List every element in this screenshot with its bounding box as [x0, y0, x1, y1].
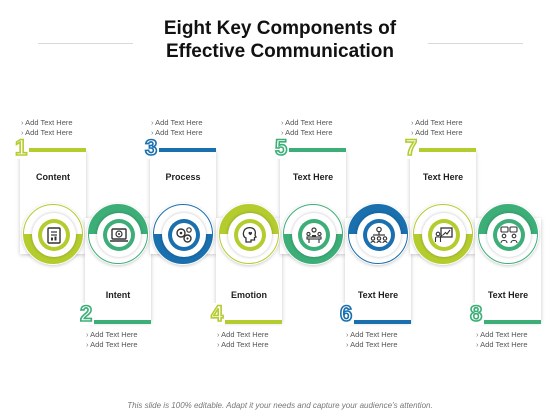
- step-ring-core: [38, 219, 70, 251]
- step-number: 4: [209, 301, 226, 326]
- step-ring-5: [283, 204, 343, 264]
- step-number: 3: [143, 135, 160, 160]
- step-accent-bar: [483, 320, 541, 324]
- step-bullets: Add Text HereAdd Text Here: [86, 330, 176, 350]
- step-accent-bar: [158, 148, 216, 152]
- footer-note: This slide is 100% editable. Adapt it yo…: [127, 401, 433, 410]
- network-users-icon: [367, 223, 391, 247]
- step-bullets: Add Text HereAdd Text Here: [217, 330, 307, 350]
- step-bullets: Add Text HereAdd Text Here: [476, 330, 560, 350]
- step-ring-4: [219, 204, 279, 264]
- bullet-item: Add Text Here: [281, 128, 371, 138]
- step-label: Text Here: [487, 290, 529, 300]
- step-ring-7: [413, 204, 473, 264]
- slide-title: Eight Key Components of Effective Commun…: [130, 17, 430, 63]
- slide-title-line-1: Eight Key Components of: [163, 18, 397, 39]
- bullet-item: Add Text Here: [217, 340, 307, 350]
- bullet-item: Add Text Here: [411, 118, 501, 128]
- step-bullets: Add Text HereAdd Text Here: [21, 118, 111, 138]
- step-ring-inner: [32, 213, 76, 257]
- step-ring-inner: [228, 213, 272, 257]
- step-ring-core: [428, 219, 460, 251]
- bullet-item: Add Text Here: [151, 128, 241, 138]
- step-ring-inner: [162, 213, 206, 257]
- step-number: 1: [13, 135, 30, 160]
- step-accent-bar: [28, 148, 86, 152]
- head-heart-icon: [238, 223, 262, 247]
- step-ring-inner: [487, 213, 531, 257]
- bullet-item: Add Text Here: [151, 118, 241, 128]
- step-number: 2: [78, 301, 95, 326]
- step-label: Intent: [105, 290, 131, 300]
- step-number: 7: [403, 135, 420, 160]
- bullet-item: Add Text Here: [346, 330, 436, 340]
- step-label: Text Here: [422, 172, 464, 182]
- presentation-chart-icon: [432, 223, 456, 247]
- gears-icon: [172, 223, 196, 247]
- step-ring-inner: [357, 213, 401, 257]
- step-label: Content: [36, 172, 70, 182]
- step-ring-8: [478, 204, 538, 264]
- bullet-item: Add Text Here: [411, 128, 501, 138]
- step-ring-inner: [97, 213, 141, 257]
- step-ring-3: [153, 204, 213, 264]
- step-accent-bar: [224, 320, 282, 324]
- step-label: Process: [165, 172, 201, 182]
- bullet-item: Add Text Here: [346, 340, 436, 350]
- step-number: 5: [273, 135, 290, 160]
- bullet-item: Add Text Here: [21, 118, 111, 128]
- step-number: 6: [338, 301, 355, 326]
- step-accent-bar: [288, 148, 346, 152]
- step-ring-6: [348, 204, 408, 264]
- step-ring-core: [363, 219, 395, 251]
- step-accent-bar: [353, 320, 411, 324]
- step-ring-core: [298, 219, 330, 251]
- step-bullets: Add Text HereAdd Text Here: [411, 118, 501, 138]
- step-accent-bar: [418, 148, 476, 152]
- step-bullets: Add Text HereAdd Text Here: [151, 118, 241, 138]
- bullet-item: Add Text Here: [281, 118, 371, 128]
- laptop-target-icon: [107, 223, 131, 247]
- step-bullets: Add Text HereAdd Text Here: [346, 330, 436, 350]
- step-label: Text Here: [357, 290, 399, 300]
- step-ring-inner: [292, 213, 336, 257]
- title-rule-left: [38, 43, 133, 44]
- bullet-item: Add Text Here: [476, 330, 560, 340]
- bullet-item: Add Text Here: [86, 330, 176, 340]
- bullet-item: Add Text Here: [217, 330, 307, 340]
- step-accent-bar: [93, 320, 151, 324]
- step-ring-2: [88, 204, 148, 264]
- step-ring-core: [493, 219, 525, 251]
- step-label: Emotion: [231, 290, 267, 300]
- step-ring-inner: [422, 213, 466, 257]
- step-number: 8: [468, 301, 485, 326]
- slide-title-line-2: Effective Communication: [165, 41, 395, 62]
- step-bullets: Add Text HereAdd Text Here: [281, 118, 371, 138]
- step-ring-1: [23, 204, 83, 264]
- step-ring-core: [168, 219, 200, 251]
- step-ring-core: [234, 219, 266, 251]
- step-ring-core: [103, 219, 135, 251]
- bullet-item: Add Text Here: [476, 340, 560, 350]
- document-chart-icon: [42, 223, 66, 247]
- title-rule-right: [428, 43, 523, 44]
- team-meeting-icon: [302, 223, 326, 247]
- bullet-item: Add Text Here: [86, 340, 176, 350]
- group-chat-icon: [497, 223, 521, 247]
- bullet-item: Add Text Here: [21, 128, 111, 138]
- step-label: Text Here: [292, 172, 334, 182]
